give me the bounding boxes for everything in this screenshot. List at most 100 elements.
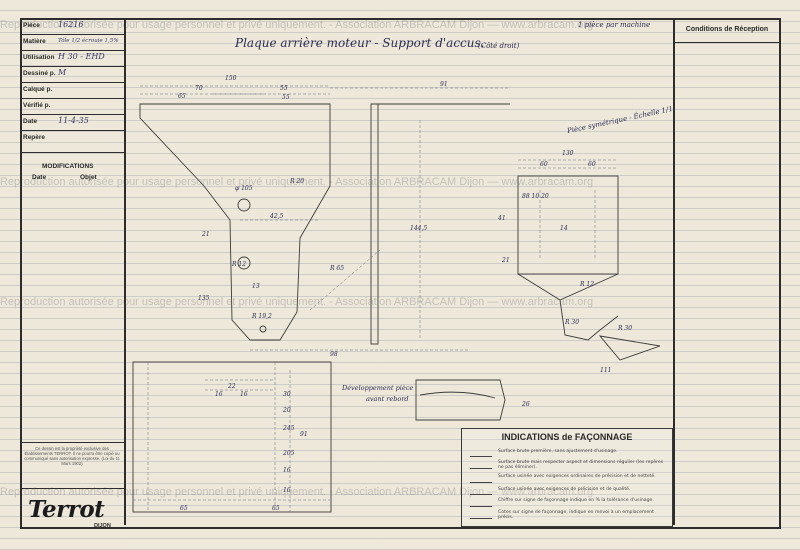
dim-mid-9: R 12 <box>579 281 594 288</box>
divider <box>675 42 779 43</box>
development-note: Développement pièce <box>342 384 414 392</box>
indications-panel: INDICATIONS de FAÇONNAGE Surface brute p… <box>461 428 673 527</box>
tb-label: Repère <box>23 134 46 141</box>
dim-lower-7: 91 <box>300 431 308 438</box>
dim-detail-1: 130 <box>562 150 574 157</box>
divider <box>20 488 124 489</box>
drawing-title: Plaque arrière moteur - Support d'accus. <box>235 36 485 50</box>
conditions-column: Conditions de Réception <box>673 18 779 525</box>
watermark-line: Reproduction autorisée pour usage person… <box>0 176 594 188</box>
dim-mid-11: 98 <box>330 351 338 358</box>
dim-top-6: 91 <box>440 81 448 88</box>
dim-mid-6: 13 <box>252 283 260 290</box>
dim-detail-7: 21 <box>501 257 510 264</box>
dim-detail-6: 41 <box>497 215 506 222</box>
dim-detail-2: 60 <box>540 161 548 168</box>
tb-label: Pièce <box>23 22 40 29</box>
tb-value: H 30 - EHD <box>58 52 105 61</box>
divider <box>20 442 124 443</box>
tb-label: Date <box>23 118 38 125</box>
dim-lower-13: 16 <box>283 487 291 494</box>
finish-symbol <box>470 499 492 507</box>
dim-mid-3: R 12 <box>231 261 246 268</box>
dim-mid-12: 144,5 <box>410 225 427 232</box>
dim-mid-10: R 30 <box>564 319 579 326</box>
tb-label: Dessiné p. <box>23 70 56 77</box>
finish-symbol <box>470 461 492 469</box>
conditions-title: Conditions de Réception <box>685 26 769 33</box>
dim-top-4: 65 <box>178 93 186 100</box>
city-label: DIJON <box>94 523 111 529</box>
dim-lower-2: 16 <box>215 391 223 398</box>
dim-detail-8: R 30 <box>617 325 632 332</box>
tb-value: 11-4-35 <box>58 116 89 125</box>
tb-row-dessine: Dessiné p.M <box>20 66 124 83</box>
dim-mid-1: φ 105 <box>235 185 253 192</box>
copies-note: 1 pièce par machine <box>578 21 651 29</box>
dim-mid-13: 135 <box>198 295 210 302</box>
dim-lower-3: 16 <box>240 391 248 398</box>
dim-lower-1: 22 <box>227 383 236 390</box>
modifications-objet-header: Objet <box>80 174 97 181</box>
finish-symbol <box>470 449 492 457</box>
dim-lower-8: 65 <box>180 505 188 512</box>
tb-label: Matière <box>23 38 46 45</box>
dim-lower-11: 16 <box>283 467 291 474</box>
tb-value: Tôle 1/2 écrouie 1,5% <box>58 38 119 44</box>
indication-line: Surface usinée avec exigences de précisi… <box>498 487 631 492</box>
dim-lower-5: 20 <box>282 407 291 414</box>
dim-top-2: 70 <box>195 85 203 92</box>
dim-detail-5: 88 10 20 <box>522 193 549 200</box>
dim-lower-10: 26 <box>521 401 530 408</box>
tb-row-date: Date 11-4-35 <box>20 114 124 131</box>
dim-lower-9: 65 <box>272 505 280 512</box>
watermark-line: Reproduction autorisée pour usage person… <box>0 296 594 308</box>
tb-value: 16216 <box>58 20 84 29</box>
modifications-date-header: Date <box>32 174 47 181</box>
tb-row-calque: Calqué p. <box>20 82 124 99</box>
dim-lower-4: 30 <box>283 391 291 398</box>
tb-row-piece: Pièce 16216 <box>20 18 124 35</box>
indication-line: Surface brute mais respecter aspect et d… <box>498 460 664 470</box>
indication-line: Surface usinée avec exigences ordinaires… <box>498 474 656 479</box>
drawing-frame <box>20 18 781 529</box>
legal-note: Ce dessin est la propriété exclusive des… <box>24 446 120 466</box>
tb-label: Utilisation <box>23 54 55 61</box>
modifications-title: MODIFICATIONS <box>42 163 94 170</box>
indication-line: Cotes sur signe de façonnage, indique en… <box>498 510 654 520</box>
dim-mid-14: 111 <box>600 367 611 374</box>
tb-row-verifie: Vérifié p. <box>20 98 124 115</box>
dim-detail-4: 14 <box>560 225 568 232</box>
watermark-line: Reproduction autorisée pour usage person… <box>0 19 594 31</box>
finish-symbol <box>470 511 492 519</box>
dim-lower-12: 205 <box>282 450 295 457</box>
dim-lower-6: 245 <box>282 425 295 432</box>
dim-top-1: 150 <box>225 75 237 82</box>
development-note-2: avant rebord <box>366 395 409 403</box>
dim-top-5: 55 <box>282 94 290 101</box>
dim-mid-7: 21 <box>201 231 210 238</box>
tb-label: Calqué p. <box>23 86 53 93</box>
drawing-title-note: (Côté droit) <box>478 42 520 50</box>
tb-row-repere: Repère <box>20 130 124 153</box>
finish-symbol <box>470 487 492 495</box>
watermark-line: Reproduction autorisée pour usage person… <box>0 486 594 498</box>
terrot-logo: Terrot <box>28 496 105 523</box>
tb-value: M <box>58 68 67 77</box>
indication-line: Chiffre sur signe de façonnage indique e… <box>498 498 654 503</box>
tb-label: Vérifié p. <box>23 102 51 109</box>
dim-mid-5: 42,5 <box>269 213 284 220</box>
dim-mid-8: R 19,2 <box>251 313 272 320</box>
finish-symbol <box>470 475 492 483</box>
tb-row-matiere: Matière Tôle 1/2 écrouie 1,5% <box>20 34 124 51</box>
dim-mid-4: R 65 <box>329 265 344 272</box>
indications-title: INDICATIONS de FAÇONNAGE <box>501 432 633 442</box>
indication-line: Surface brute première, sans ajustement … <box>498 449 618 454</box>
dim-top-3: 55 <box>280 85 288 92</box>
dim-detail-3: 60 <box>588 161 596 168</box>
dim-mid-2: R 20 <box>289 178 304 185</box>
